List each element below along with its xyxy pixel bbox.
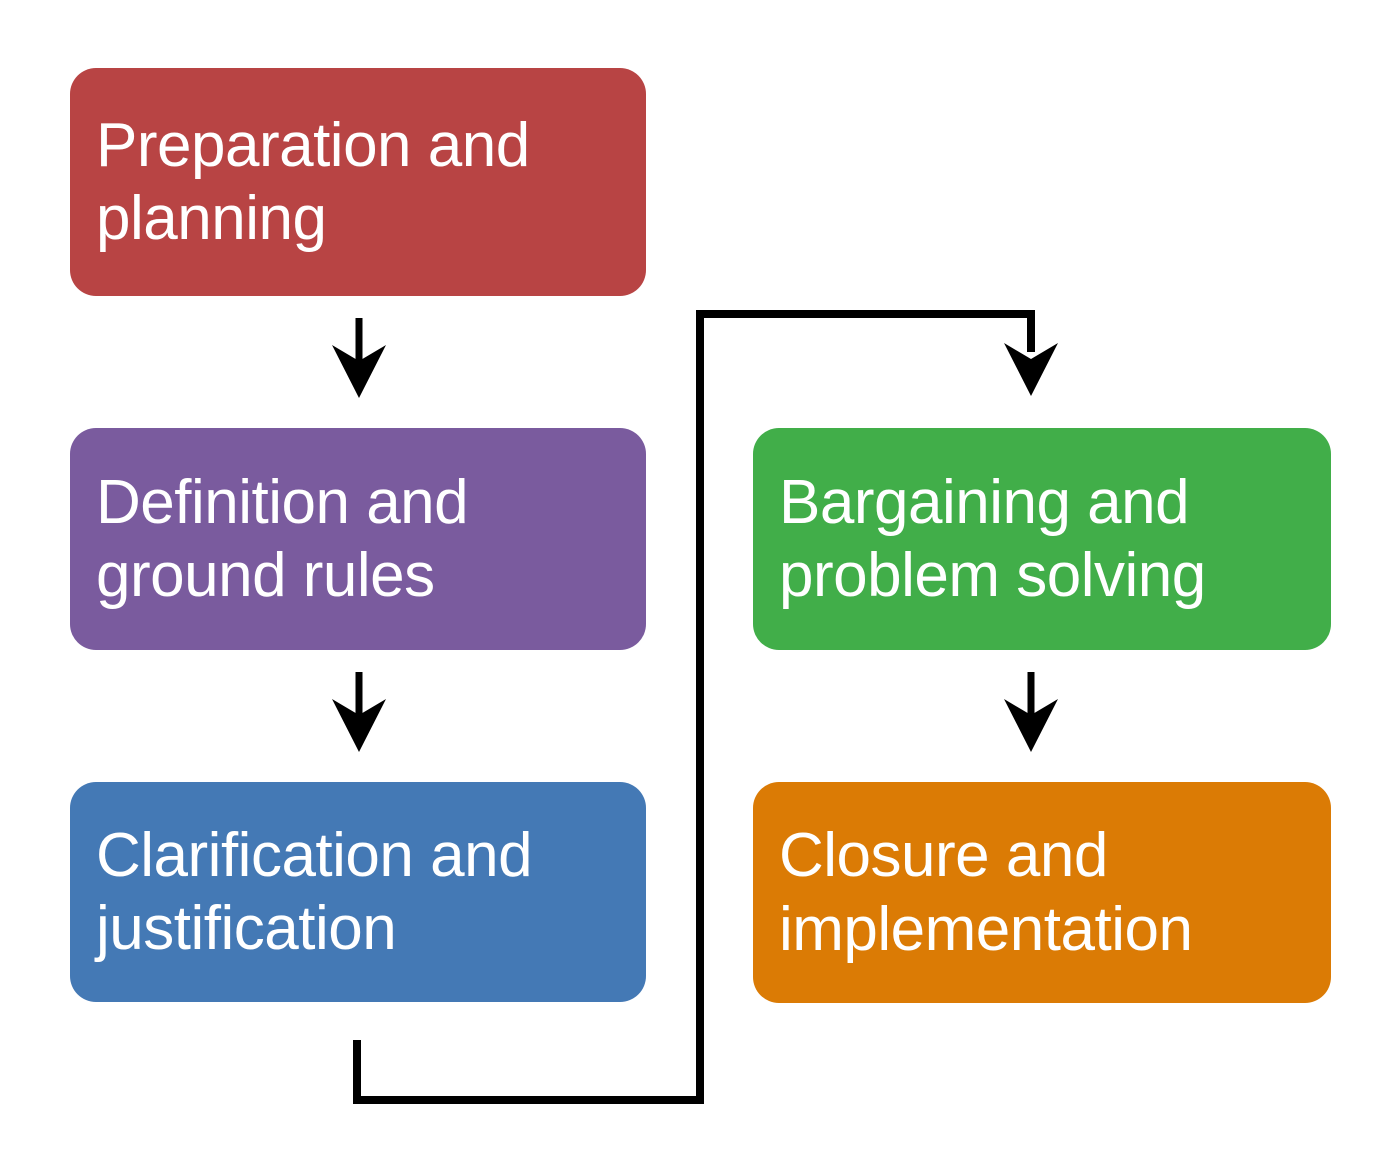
node-bargaining-and-problem-solving[interactable]: Bargaining and problem solving	[753, 428, 1331, 650]
node-closure-and-implementation[interactable]: Closure and implementation	[753, 782, 1331, 1003]
node-preparation-label: Preparation and planning	[96, 110, 530, 253]
node-preparation-and-planning[interactable]: Preparation and planning	[70, 68, 646, 296]
node-bargaining-label: Bargaining and problem solving	[779, 467, 1206, 610]
connector-preparation-to-definition	[332, 318, 386, 398]
node-definition-and-ground-rules[interactable]: Definition and ground rules	[70, 428, 646, 650]
node-definition-label: Definition and ground rules	[96, 467, 469, 610]
connector-bargaining-to-closure	[1004, 672, 1058, 752]
node-closure-label: Closure and implementation	[779, 821, 1193, 964]
node-clarification-and-justification[interactable]: Clarification and justification	[70, 782, 646, 1002]
node-clarification-label: Clarification and justification	[96, 820, 533, 963]
connector-definition-to-clarification	[332, 672, 386, 752]
